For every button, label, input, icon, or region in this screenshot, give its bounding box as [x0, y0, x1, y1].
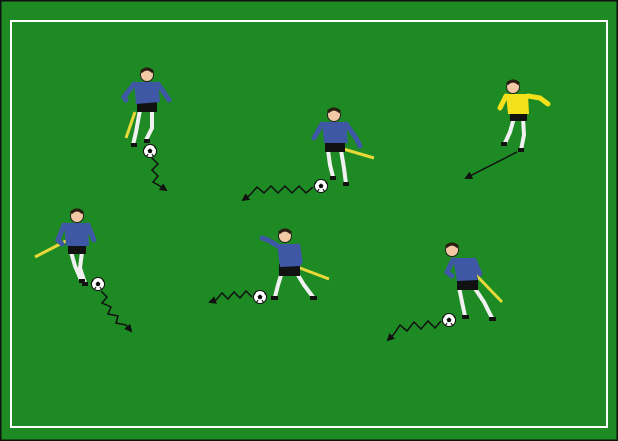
- soccer-ball-icon: [315, 180, 328, 193]
- soccer-ball-icon: [144, 145, 157, 158]
- soccer-ball-icon: [254, 291, 267, 304]
- soccer-ball-icon: [443, 314, 456, 327]
- soccer-ball-icon: [92, 278, 105, 291]
